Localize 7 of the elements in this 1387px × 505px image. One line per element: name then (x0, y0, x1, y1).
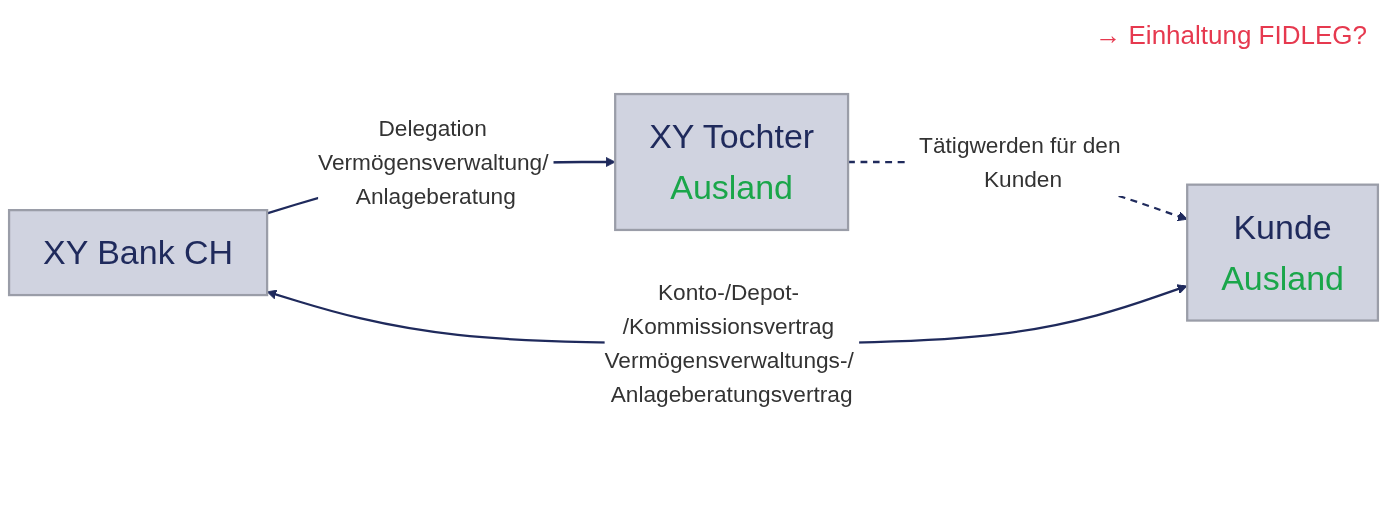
edge-label: Delegation Vermögensverwaltung/ Anlageberatung (318, 115, 549, 209)
node-box: XY Bank CH (7, 208, 269, 297)
edge-label: Tätigwerden für den Kunden (919, 132, 1121, 192)
note-text: → Einhaltung FIDLEG? (1095, 20, 1367, 51)
node-box: XY Tochter Ausland (614, 92, 850, 231)
edge-label: Konto-/Depot- /Kommissionsvertrag Vermögensverwaltungs-/ Anlageberatungsvertrag (604, 279, 854, 407)
node-box: Kunde Ausland (1186, 183, 1380, 322)
